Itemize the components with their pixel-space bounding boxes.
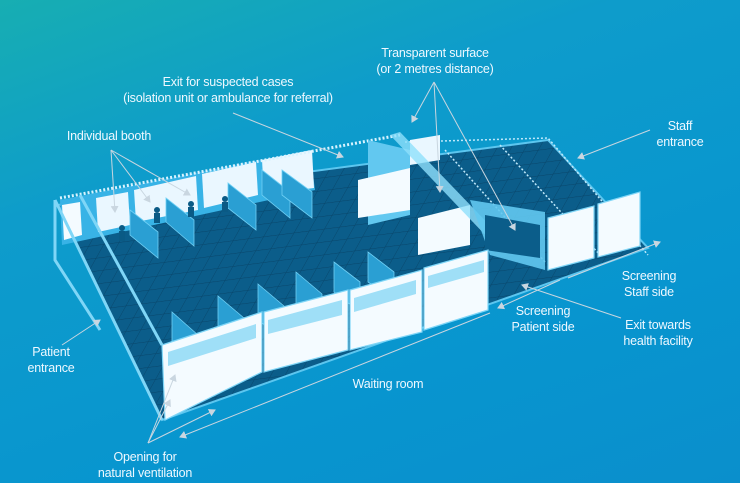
label-line: Exit towards	[625, 318, 691, 332]
label-line: Staff side	[624, 285, 674, 299]
label-line: (or 2 metres distance)	[376, 62, 494, 76]
label-line: Screening	[621, 269, 677, 283]
screening-area	[358, 132, 545, 270]
label-staff-entrance: Staff entrance	[656, 118, 703, 150]
label-exit-health-facility: Exit towards health facility	[623, 317, 692, 349]
label-line: Patient side	[511, 320, 575, 334]
annotation-arrows	[61, 81, 661, 444]
label-line: Waiting room	[352, 377, 424, 391]
label-line: Opening for	[113, 450, 177, 464]
label-opening-ventilation: Opening for natural ventilation	[98, 449, 192, 481]
label-line: entrance	[27, 361, 75, 375]
label-line: (isolation unit or ambulance for referra…	[123, 91, 333, 105]
label-line: health facility	[623, 334, 693, 348]
label-transparent-surface: Transparent surface (or 2 metres distance…	[376, 45, 493, 77]
label-patient-entrance: Patient entrance	[27, 344, 74, 376]
label-line: natural ventilation	[97, 466, 193, 480]
label-line: Patient	[32, 345, 70, 359]
label-line: Transparent surface	[381, 46, 489, 60]
label-exit-suspected: Exit for suspected cases (isolation unit …	[123, 74, 333, 106]
front-wall	[161, 191, 641, 421]
label-waiting-room: Waiting room	[353, 376, 424, 392]
label-line: Staff	[667, 119, 693, 133]
label-line: Individual booth	[66, 129, 152, 143]
label-line: Screening	[515, 304, 571, 318]
left-frame	[53, 194, 164, 421]
label-individual-booth: Individual booth	[66, 128, 152, 144]
label-line: entrance	[656, 135, 704, 149]
label-line: Exit for suspected cases	[162, 75, 294, 89]
